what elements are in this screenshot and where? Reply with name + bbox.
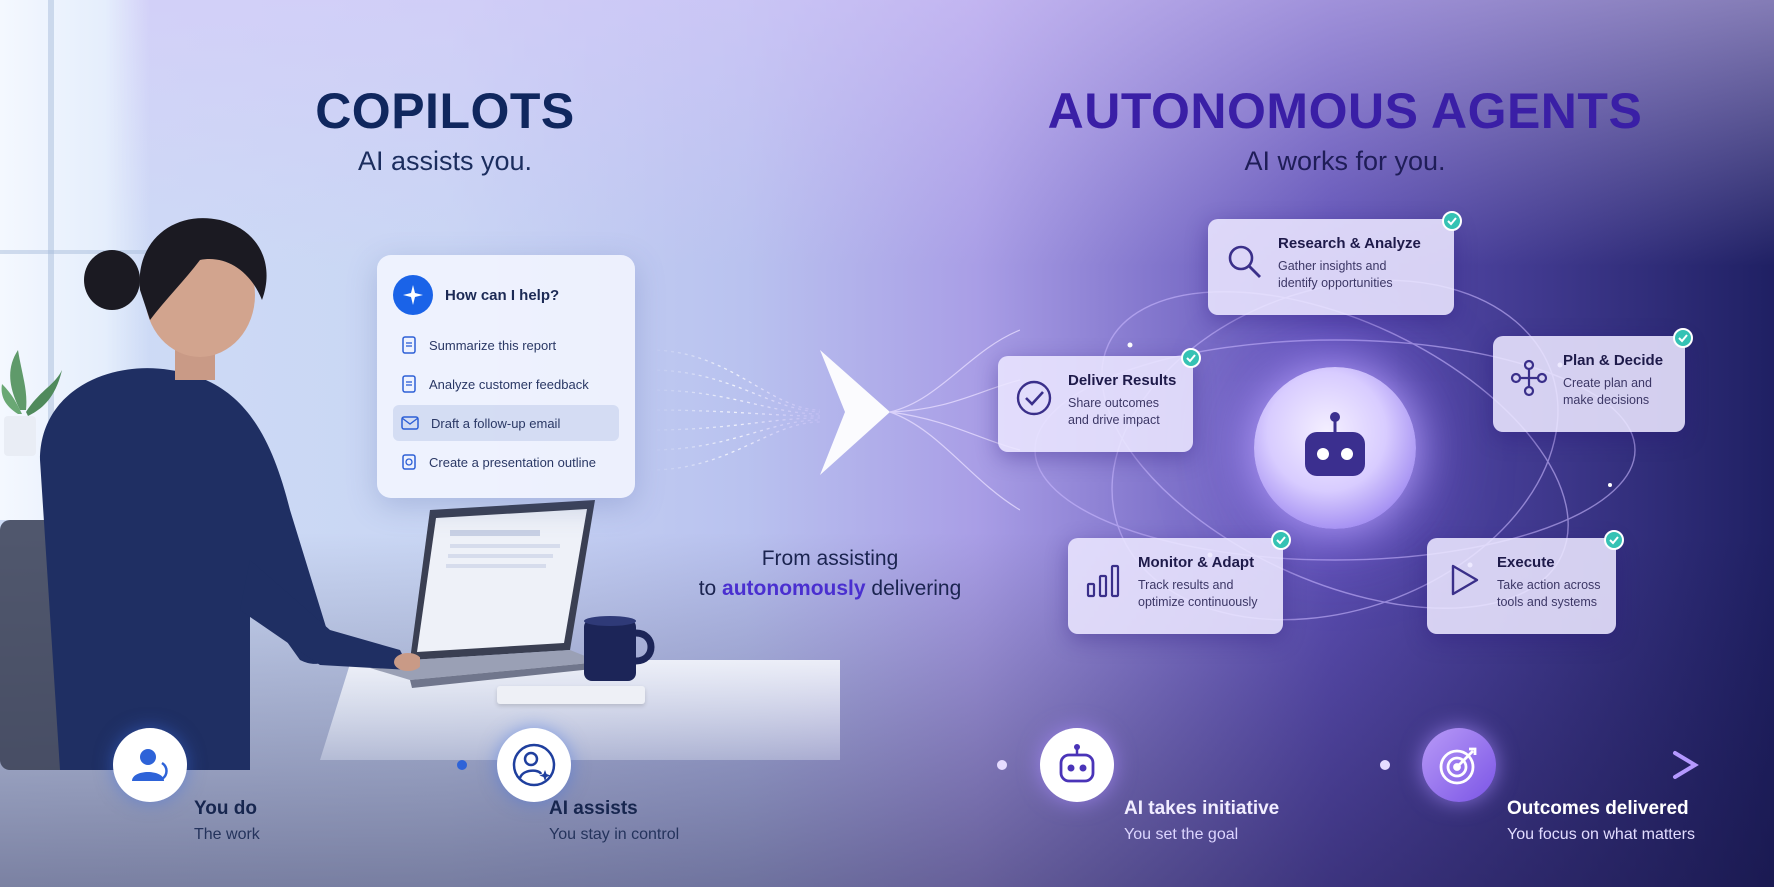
check-icon <box>1181 348 1201 368</box>
card-desc-line1: Create plan and <box>1563 376 1652 390</box>
card-research-analyze: Research & Analyze Gather insights and i… <box>1208 211 1462 315</box>
stage-subtitle: The work <box>194 826 260 843</box>
card-desc-line2: optimize continuously <box>1138 595 1258 609</box>
transition-text-line2: to autonomously delivering <box>660 577 1000 601</box>
card-execute: Execute Take action across tools and sys… <box>1427 530 1624 634</box>
card-desc-line2: tools and systems <box>1497 595 1598 609</box>
card-title: Monitor & Adapt <box>1138 554 1255 571</box>
check-icon <box>1673 328 1693 348</box>
timeline-node-ai-assists <box>497 728 571 802</box>
mail-icon <box>401 416 419 430</box>
card-deliver-results: Deliver Results Share outcomes and drive… <box>998 348 1201 452</box>
stage-subtitle: You set the goal <box>1124 826 1239 843</box>
transition-text-line1: From assisting <box>761 547 899 570</box>
presentation-icon <box>402 454 416 470</box>
copilot-chat-panel: How can I help? Summarize this report An… <box>377 255 635 498</box>
plant-illustration <box>1 350 62 456</box>
document-icon <box>402 375 416 393</box>
transition-flow-graphic <box>649 329 1020 511</box>
card-plan-decide: Plan & Decide Create plan and make decis… <box>1493 328 1693 432</box>
chat-suggestion[interactable]: Create a presentation outline <box>393 444 619 480</box>
bar-chart-icon <box>1082 558 1126 602</box>
stage-title: AI takes initiative <box>1124 798 1280 819</box>
agents-title: AUTONOMOUS AGENTS <box>1047 83 1643 139</box>
stage-subtitle: You stay in control <box>549 826 680 843</box>
flow-branch-icon <box>1507 356 1551 400</box>
card-desc-line1: Take action across <box>1497 578 1601 592</box>
timeline-node-ai-takes-initiative <box>1040 728 1114 802</box>
coffee-mug <box>584 616 655 681</box>
timeline-node-you-do <box>113 728 187 802</box>
transition-prefix: to <box>698 577 723 600</box>
timeline-node-outcomes-delivered <box>1422 728 1496 802</box>
stage-title: Outcomes delivered <box>1507 798 1689 819</box>
play-icon <box>1441 558 1485 602</box>
sparkle-icon <box>393 275 433 315</box>
check-circle-icon <box>1012 376 1056 420</box>
card-desc-line2: and drive impact <box>1068 413 1160 427</box>
transition-suffix: delivering <box>865 577 962 600</box>
card-monitor-adapt: Monitor & Adapt Track results and optimi… <box>1068 530 1291 634</box>
chat-suggestion[interactable]: Analyze customer feedback <box>393 366 619 402</box>
robot-icon <box>1059 744 1095 783</box>
robot-icon <box>1305 412 1365 476</box>
chat-suggestion-label: Create a presentation outline <box>429 454 596 470</box>
card-title: Deliver Results <box>1068 372 1177 389</box>
user-sparkle-icon <box>512 743 556 787</box>
chat-suggestion[interactable]: Summarize this report <box>393 327 619 363</box>
card-title: Plan & Decide <box>1563 352 1664 369</box>
card-title: Execute <box>1497 554 1555 571</box>
stage-title: AI assists <box>549 798 638 819</box>
chat-prompt: How can I help? <box>445 286 560 304</box>
card-desc-line1: Share outcomes <box>1068 396 1160 410</box>
card-desc-line2: make decisions <box>1563 393 1650 407</box>
chat-suggestion-label: Draft a follow-up email <box>431 415 561 431</box>
copilots-subtitle: AI assists you. <box>357 146 533 176</box>
stage-subtitle: You focus on what matters <box>1507 826 1695 843</box>
card-title: Research & Analyze <box>1278 235 1421 252</box>
chat-suggestion[interactable]: Draft a follow-up email <box>393 405 619 441</box>
timeline-track <box>150 751 1699 779</box>
card-desc-line1: Gather insights and <box>1278 259 1387 273</box>
agents-subtitle: AI works for you. <box>1244 146 1446 176</box>
card-desc-line1: Track results and <box>1138 578 1234 592</box>
chat-suggestion-label: Analyze customer feedback <box>429 376 589 392</box>
document-icon <box>402 336 416 354</box>
notebook <box>497 686 645 704</box>
person-illustration <box>0 218 420 770</box>
chat-header: How can I help? <box>393 275 619 315</box>
laptop-illustration <box>370 500 602 688</box>
target-icon <box>1439 747 1477 785</box>
user-icon <box>132 749 168 781</box>
card-desc-line2: identify opportunities <box>1278 276 1393 290</box>
search-icon <box>1222 239 1266 283</box>
copilots-title: COPILOTS <box>315 83 575 139</box>
stage-title: You do <box>194 798 257 819</box>
check-icon <box>1604 530 1624 550</box>
check-icon <box>1442 211 1462 231</box>
check-icon <box>1271 530 1291 550</box>
agent-robot-core <box>1254 367 1416 529</box>
chat-suggestion-label: Summarize this report <box>429 337 557 353</box>
transition-accent: autonomously <box>722 577 866 600</box>
